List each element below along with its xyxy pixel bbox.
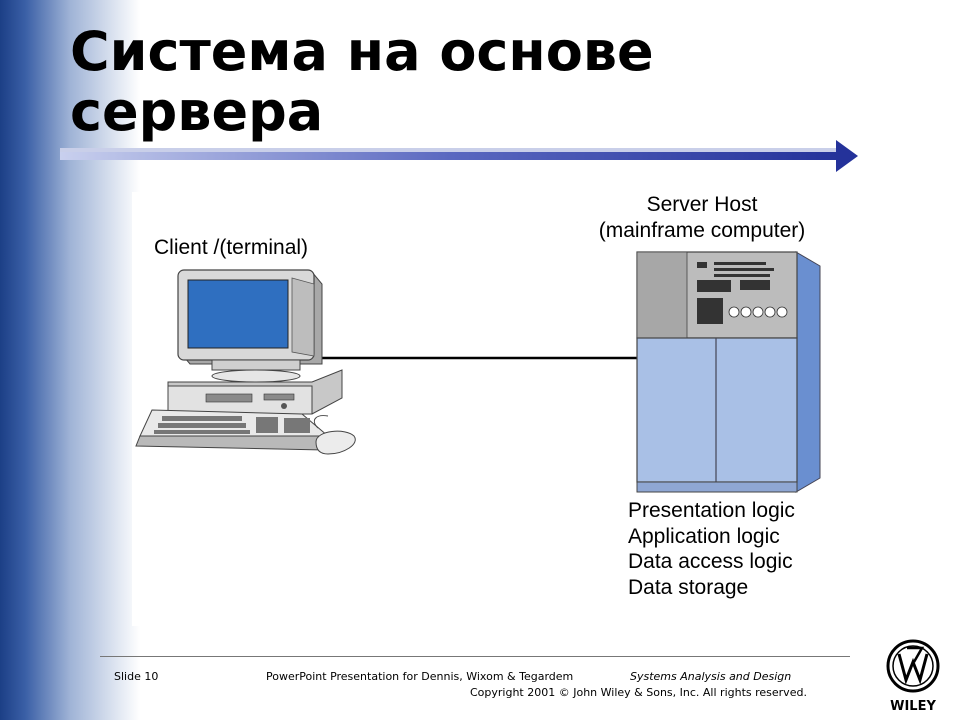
diagram-canvas: Client /(terminal) Server Host (mainfram… [132,192,848,626]
copyright-notice: Copyright 2001 © John Wiley & Sons, Inc.… [470,686,807,699]
server-label-line-2: (mainframe computer) [598,219,806,242]
server-logic-item: Application logic [628,524,780,548]
slide-number: Slide 10 [114,670,159,683]
server-label-line-1: Server Host [646,193,758,216]
server-logic-item: Data access logic [628,550,793,573]
server-logic-list: Presentation logic Application logic Dat… [628,498,795,600]
slide-title-line-1: Система на основе [70,20,654,83]
slide-title: Система на основе сервера [70,22,830,142]
title-arrow-rule [60,140,858,172]
server-logic-item: Presentation logic [628,499,795,522]
presentation-credit: PowerPoint Presentation for Dennis, Wixo… [266,670,574,683]
server-label: Server Host (mainframe computer) [572,192,832,244]
server-logic-item: Data storage [628,575,749,599]
wiley-logo-text: WILEY [890,699,936,714]
book-title: Systems Analysis and Design [630,670,792,683]
client-label: Client /(terminal) [154,236,309,259]
wiley-logo: WILEY [886,639,940,714]
client-computer-icon [135,269,356,455]
slide-title-line-2: сервера [70,80,324,143]
side-gradient-band [0,0,140,720]
server-mainframe-icon [636,251,821,493]
footer-divider [100,656,850,657]
diagram-graphics [135,251,821,493]
